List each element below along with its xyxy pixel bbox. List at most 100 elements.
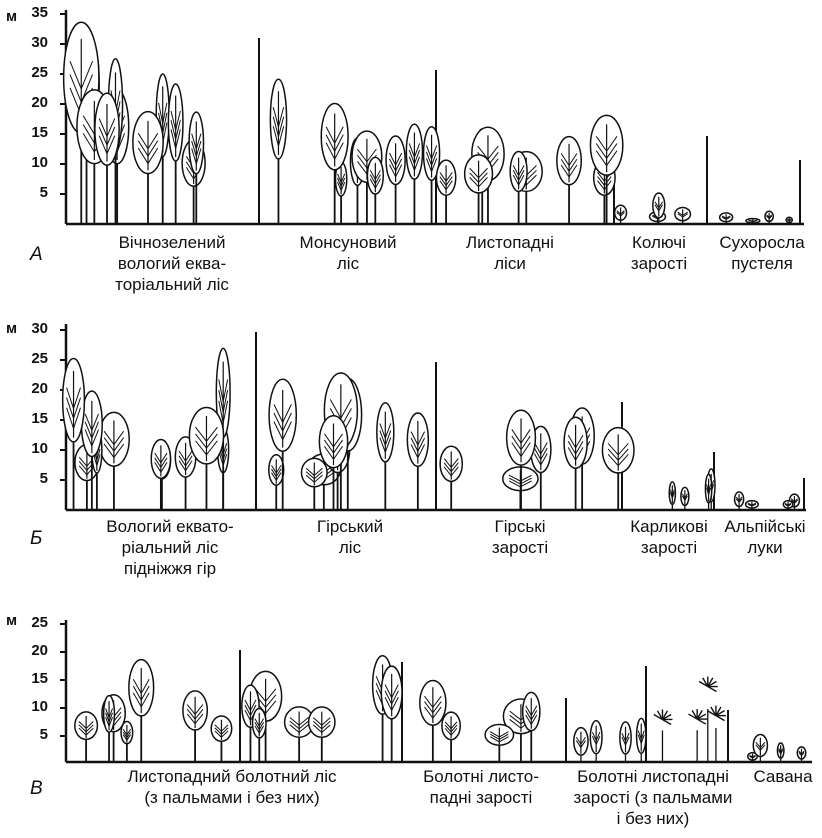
shrub-icon (744, 499, 759, 510)
tree-icon (74, 711, 99, 762)
tree-icon (366, 156, 384, 224)
panel-b-tick: 25 (31, 350, 48, 367)
panel-a-zone-label: Монсуновий ліс (299, 233, 397, 273)
panel-c-palms-zone-5 (653, 676, 726, 762)
panel-a-zone-label: Сухоросла пустеля (719, 233, 805, 273)
panel-c-tick: 5 (39, 726, 48, 743)
panel-c: м 25 20 15 10 5 (0, 606, 822, 838)
shrub-icon (782, 499, 794, 510)
tree-icon (132, 110, 164, 224)
panel-c-trees-zone-1 (74, 658, 233, 762)
shrub-icon (674, 206, 692, 224)
panel-c-axis-ticks (60, 623, 66, 737)
shrub-icon (613, 204, 628, 224)
tree-icon (385, 135, 406, 224)
panel-b-trees-zone-2 (268, 372, 430, 510)
panel-b-tick: 10 (31, 440, 48, 457)
panel-a-tick: 35 (31, 4, 48, 21)
panel-a-tick: 10 (31, 154, 48, 171)
tree-icon (80, 390, 103, 510)
panel-b-trees-zone-1 (61, 347, 231, 510)
panel-b: м 30 25 20 15 10 5 (0, 310, 822, 600)
panel-a-tick: 5 (39, 184, 48, 201)
panel-a-unit: м (6, 8, 18, 25)
panel-c-tick: 15 (31, 670, 48, 687)
tree-icon (406, 412, 430, 510)
tree-icon (210, 715, 233, 762)
panel-b-drawing (60, 324, 806, 512)
shrub-icon (573, 726, 589, 762)
panel-b-letter: Б (30, 528, 43, 549)
tree-icon (422, 126, 441, 224)
tree-icon (182, 690, 209, 762)
tree-icon (188, 111, 205, 224)
panel-c-zone-label: Листопадний болотний ліс (з пальмами і б… (127, 767, 337, 807)
panel-b-zone-label: Карликові зарості (630, 517, 708, 557)
tree-icon (188, 406, 225, 510)
tree-icon (128, 658, 155, 762)
tree-icon (484, 723, 515, 762)
panel-b-shrubs-zone-5 (733, 491, 801, 510)
tree-icon (120, 720, 134, 762)
panel-c-zone-dividers (239, 650, 729, 762)
shrub-icon (776, 742, 785, 762)
tree-icon (435, 159, 457, 224)
panel-a-zone-label: Вічнозелений вологий еква- торіальний лі… (115, 233, 229, 294)
panel-a-letter: А (30, 244, 43, 265)
panel-a-axis-ticks (60, 13, 66, 195)
tree-icon (102, 694, 116, 762)
tree-icon (318, 414, 349, 510)
panel-c-trees-zone-2 (241, 654, 403, 762)
tree-icon (334, 161, 348, 224)
shrub-icon (718, 212, 734, 224)
tree-icon (320, 102, 349, 224)
panel-c-zone-label: Болотні листо- падні зарості (423, 767, 539, 807)
tree-icon (300, 457, 328, 510)
panel-a-tick: 15 (31, 124, 48, 141)
panel-a-trees-zone-3 (435, 114, 624, 224)
tree-icon (419, 679, 447, 762)
shrub-icon (704, 473, 713, 510)
shrub-icon (635, 717, 647, 762)
panel-a-tick: 20 (31, 94, 48, 111)
panel-c-shrubs-zone-4 (573, 717, 647, 762)
tree-icon (556, 135, 583, 224)
tree-icon (589, 114, 624, 224)
tree-icon (380, 665, 403, 762)
panel-a-zone-label: Колючі зарості (630, 233, 688, 273)
tree-icon (283, 706, 315, 762)
shrub-icon (796, 746, 807, 762)
shrub-icon (752, 733, 769, 762)
panel-a-trees-zone-1 (62, 21, 206, 224)
tree-icon (563, 416, 588, 510)
tree-icon (439, 445, 464, 510)
tree-icon (269, 78, 288, 224)
shrub-icon (747, 751, 759, 762)
panel-a: м 35 30 25 20 15 10 5 (0, 0, 822, 300)
shrub-icon (764, 210, 775, 224)
panel-b-zone-label: Гірський ліс (316, 517, 384, 557)
panel-a-drawing (60, 10, 804, 226)
shrub-icon (733, 491, 745, 510)
tree-icon (509, 150, 528, 224)
panel-c-trees-zone-3 (419, 679, 541, 762)
shrub-icon (668, 481, 677, 510)
panel-b-tick: 15 (31, 410, 48, 427)
shrub-icon (680, 486, 690, 510)
panel-c-unit: м (6, 612, 18, 629)
tree-icon (268, 378, 298, 510)
panel-c-tick: 25 (31, 614, 48, 631)
tree-icon (441, 711, 461, 762)
panel-a-tick: 25 (31, 64, 48, 81)
tree-icon (94, 92, 120, 224)
panel-c-tick: 10 (31, 698, 48, 715)
tree-icon (376, 402, 395, 510)
tree-icon (601, 426, 635, 510)
panel-c-tick: 20 (31, 642, 48, 659)
panel-b-tick: 20 (31, 380, 48, 397)
panel-b-tick: 30 (31, 320, 48, 337)
shrub-icon (652, 192, 666, 224)
tree-icon (463, 154, 494, 224)
shrub-icon (619, 721, 632, 762)
